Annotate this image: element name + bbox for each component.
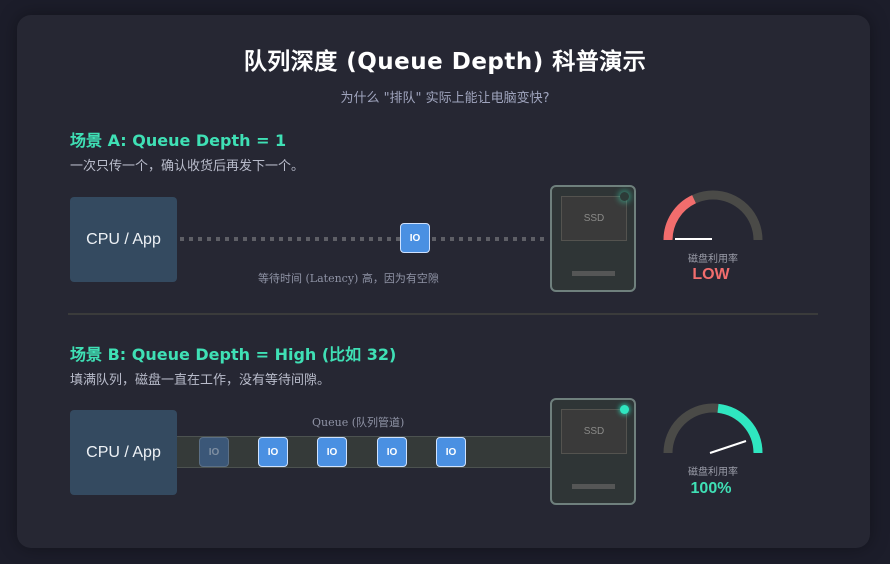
io-packet: IO <box>436 437 466 467</box>
io-packet: IO <box>377 437 407 467</box>
ssd-label: SSD <box>583 426 605 437</box>
scenario-a-io-packet: IO <box>400 223 430 253</box>
ssd-activity-led-off <box>620 192 629 201</box>
ssd-slot <box>572 484 615 489</box>
page-title: 队列深度 (Queue Depth) 科普演示 <box>243 49 647 75</box>
ssd-activity-led-on <box>620 405 629 414</box>
gauge-full-icon <box>663 403 763 454</box>
ssd-label: SSD <box>583 213 605 224</box>
ssd-label-box: SSD <box>561 409 627 454</box>
io-packet-faded: IO <box>199 437 229 467</box>
scenario-a-cpu-box: CPU / App <box>70 197 177 282</box>
scenario-a-description: 一次只传一个，确认收货后再发下一个。 <box>70 159 305 174</box>
scenario-a-gauge-value: LOW <box>692 266 730 283</box>
scenario-a-latency-caption: 等待时间 (Latency) 高，因为有空隙 <box>258 272 439 285</box>
io-packet: IO <box>258 437 288 467</box>
ssd-slot <box>572 271 615 276</box>
scenario-a-utilization-gauge <box>658 188 768 248</box>
scenario-b-cpu-box: CPU / App <box>70 410 177 495</box>
scenario-a-title: 场景 A: Queue Depth = 1 <box>70 131 287 150</box>
scenario-b-gauge-value: 100% <box>690 480 732 497</box>
ssd-label-box: SSD <box>561 196 627 241</box>
scenario-a-dotted-line <box>180 237 548 241</box>
queue-pipe-label: Queue (队列管道) <box>312 416 405 429</box>
scenario-b-description: 填满队列，磁盘一直在工作，没有等待间隙。 <box>70 373 331 388</box>
page-subtitle: 为什么 "排队" 实际上能让电脑变快? <box>340 91 550 106</box>
scenario-a-ssd: SSD <box>550 185 636 292</box>
queue-pipe <box>177 436 552 468</box>
scenario-b-utilization-gauge <box>658 401 768 461</box>
section-divider <box>68 313 818 315</box>
scenario-b-ssd: SSD <box>550 398 636 505</box>
io-packet: IO <box>317 437 347 467</box>
scenario-b-gauge-label: 磁盘利用率 <box>688 467 738 478</box>
scenario-a-gauge-label: 磁盘利用率 <box>688 254 738 265</box>
scenario-b-title: 场景 B: Queue Depth = High (比如 32) <box>70 345 397 364</box>
gauge-low-icon <box>663 190 763 241</box>
